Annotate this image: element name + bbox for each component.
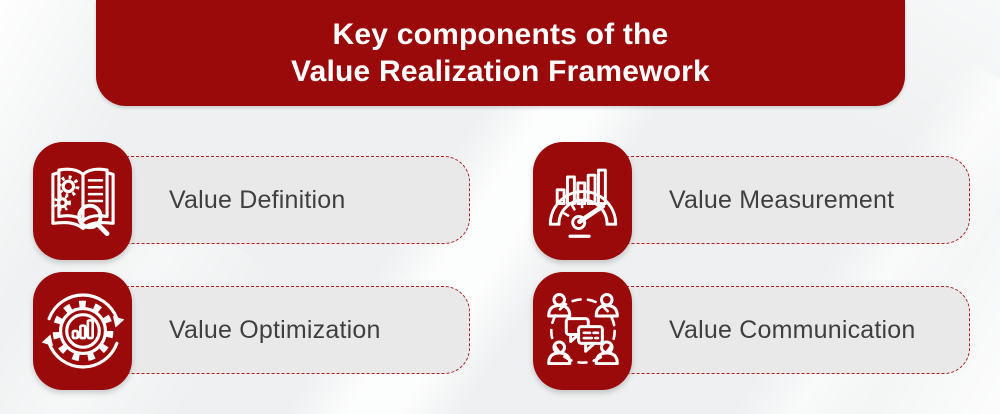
component-value-communication: Value Communication [533,272,1000,390]
component-pill: Value Measurement [580,156,970,244]
icon-tile [533,142,632,260]
icon-tile [33,142,132,260]
component-pill: Value Definition [80,156,470,244]
page-title: Key components of the Value Realization … [291,16,710,90]
component-value-optimization: Value Optimization [33,272,508,390]
gauge-chart-icon [548,168,617,238]
title-banner: Key components of the Value Realization … [96,0,905,106]
title-line-2: Value Realization Framework [291,55,710,88]
gear-growth-cycle-icon [41,293,124,369]
book-search-icon [50,167,115,237]
icon-tile [33,272,132,390]
component-pill: Value Communication [580,286,970,374]
component-value-measurement: Value Measurement [533,142,1000,260]
icon-tile [533,272,632,390]
title-line-1: Key components of the [332,18,669,51]
component-value-definition: Value Definition [33,142,508,260]
component-pill: Value Optimization [80,286,470,374]
people-discussion-icon [546,292,619,366]
